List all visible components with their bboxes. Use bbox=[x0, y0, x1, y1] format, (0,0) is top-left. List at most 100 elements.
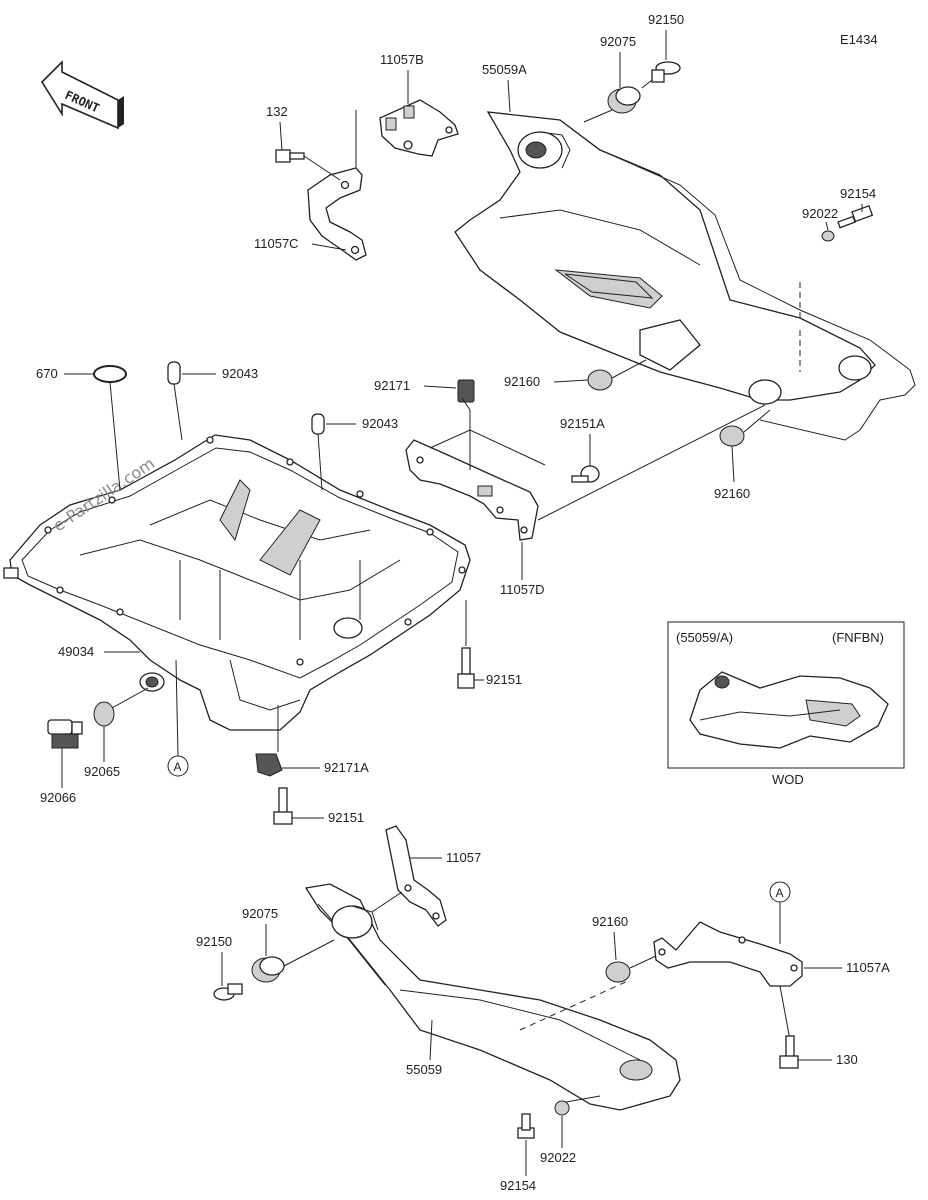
label-92075-top: 92075 bbox=[600, 34, 636, 88]
svg-text:92160: 92160 bbox=[714, 486, 750, 501]
svg-text:92171: 92171 bbox=[374, 378, 410, 393]
label-92160-a: 92160 bbox=[504, 374, 589, 389]
svg-text:11057D: 11057D bbox=[500, 582, 545, 597]
svg-text:92151: 92151 bbox=[328, 810, 364, 825]
inset-right-label: (FNFBN) bbox=[832, 630, 884, 645]
label-55059: 55059 bbox=[406, 1019, 442, 1077]
svg-text:92022: 92022 bbox=[802, 206, 838, 221]
bracket-11057C bbox=[307, 110, 367, 261]
label-92150-bottom: 92150 bbox=[196, 934, 232, 986]
svg-text:92043: 92043 bbox=[362, 416, 398, 431]
svg-text:A: A bbox=[174, 760, 182, 774]
bracket-11057 bbox=[371, 825, 447, 927]
label-92075-bottom: 92075 bbox=[242, 906, 278, 956]
svg-text:55059: 55059 bbox=[406, 1062, 442, 1077]
diagram-code: E1434 bbox=[840, 32, 878, 47]
engine-guard-upper bbox=[454, 111, 916, 441]
svg-text:92160: 92160 bbox=[592, 914, 628, 929]
label-92160-b: 92160 bbox=[714, 445, 750, 501]
svg-text:11057B: 11057B bbox=[380, 52, 424, 67]
svg-text:92160: 92160 bbox=[504, 374, 540, 389]
label-92065: 92065 bbox=[84, 726, 120, 779]
dowel-92043-a-icon bbox=[167, 361, 183, 441]
svg-text:92150: 92150 bbox=[648, 12, 684, 27]
svg-text:670: 670 bbox=[36, 366, 58, 381]
washer-92022-bottom-icon bbox=[554, 1095, 601, 1116]
grommet-92075-top-icon bbox=[583, 86, 641, 123]
svg-text:92075: 92075 bbox=[600, 34, 636, 49]
svg-text:92075: 92075 bbox=[242, 906, 278, 921]
label-92043-b: 92043 bbox=[326, 416, 398, 431]
label-11057C: 11057C bbox=[254, 236, 347, 251]
svg-text:A: A bbox=[776, 886, 784, 900]
ref-a-left: A bbox=[167, 659, 189, 777]
label-132: 132 bbox=[266, 104, 288, 151]
bolt-92151-b-icon bbox=[273, 787, 293, 825]
label-55059A: 55059A bbox=[482, 62, 527, 113]
bolt-92154-bottom-icon bbox=[517, 1113, 535, 1139]
label-11057B: 11057B bbox=[380, 52, 424, 104]
label-11057A: 11057A bbox=[804, 960, 890, 975]
svg-text:11057: 11057 bbox=[446, 850, 481, 865]
front-arrow-icon: FRONT bbox=[40, 60, 124, 130]
svg-text:92043: 92043 bbox=[222, 366, 258, 381]
inset-left-label: (55059/A) bbox=[676, 630, 733, 645]
washer-92065-icon bbox=[93, 687, 149, 727]
bolt-92154-top-icon bbox=[837, 205, 874, 229]
label-92022-bottom: 92022 bbox=[540, 1116, 576, 1165]
bolt-92151-a-icon bbox=[457, 600, 475, 689]
label-92154-top: 92154 bbox=[840, 186, 876, 212]
label-92160-c: 92160 bbox=[592, 914, 628, 961]
svg-text:92154: 92154 bbox=[500, 1178, 536, 1193]
oil-pan bbox=[3, 434, 471, 731]
svg-text:11057A: 11057A bbox=[846, 960, 890, 975]
bolt-92150-top-icon bbox=[641, 61, 681, 89]
engine-guard-lower bbox=[304, 883, 681, 1111]
bracket-11057A bbox=[653, 921, 803, 1041]
svg-text:92150: 92150 bbox=[196, 934, 232, 949]
inset-caption: WOD bbox=[772, 772, 804, 787]
bracket-11057D bbox=[405, 404, 766, 541]
washer-92022-top-icon bbox=[821, 230, 835, 242]
bracket-11057B bbox=[379, 99, 459, 157]
svg-text:11057C: 11057C bbox=[254, 236, 299, 251]
label-92171A: 92171A bbox=[282, 760, 369, 775]
clip-92171-icon bbox=[457, 379, 475, 470]
spacer-92160-a-icon bbox=[587, 359, 647, 391]
label-92022-top: 92022 bbox=[802, 206, 838, 231]
label-92151-a: 92151 bbox=[474, 672, 522, 687]
label-92150-top: 92150 bbox=[648, 12, 684, 60]
label-92043-a: 92043 bbox=[182, 366, 258, 381]
label-92066: 92066 bbox=[40, 748, 76, 805]
ref-a-right: A bbox=[769, 881, 791, 944]
drain-plug-92066-icon bbox=[47, 719, 83, 749]
label-92154-bottom: 92154 bbox=[500, 1140, 536, 1193]
svg-text:55059A: 55059A bbox=[482, 62, 527, 77]
svg-text:92151A: 92151A bbox=[560, 416, 605, 431]
bolt-92150-bottom-icon bbox=[213, 983, 243, 1001]
label-92151-b: 92151 bbox=[292, 810, 364, 825]
dowel-92043-b-icon bbox=[311, 413, 325, 491]
svg-text:92066: 92066 bbox=[40, 790, 76, 805]
label-49034: 49034 bbox=[58, 644, 140, 659]
svg-text:92151: 92151 bbox=[486, 672, 522, 687]
bolt-132-icon bbox=[275, 149, 341, 181]
svg-text:92171A: 92171A bbox=[324, 760, 369, 775]
label-670: 670 bbox=[36, 366, 94, 381]
grommet-92075-bottom-icon bbox=[251, 939, 335, 983]
variant-inset bbox=[667, 621, 905, 769]
spacer-92160-b-icon bbox=[719, 409, 771, 447]
svg-text:132: 132 bbox=[266, 104, 288, 119]
svg-text:92154: 92154 bbox=[840, 186, 876, 201]
spacer-92160-c-icon bbox=[605, 955, 657, 983]
svg-text:92022: 92022 bbox=[540, 1150, 576, 1165]
label-11057: 11057 bbox=[410, 850, 481, 865]
svg-text:49034: 49034 bbox=[58, 644, 94, 659]
svg-text:130: 130 bbox=[836, 1052, 858, 1067]
bolt-92151A-icon bbox=[571, 465, 600, 483]
label-92171: 92171 bbox=[374, 378, 457, 393]
bolt-130-icon bbox=[779, 1035, 799, 1069]
clip-92171A-icon bbox=[255, 705, 283, 777]
svg-text:92065: 92065 bbox=[84, 764, 120, 779]
